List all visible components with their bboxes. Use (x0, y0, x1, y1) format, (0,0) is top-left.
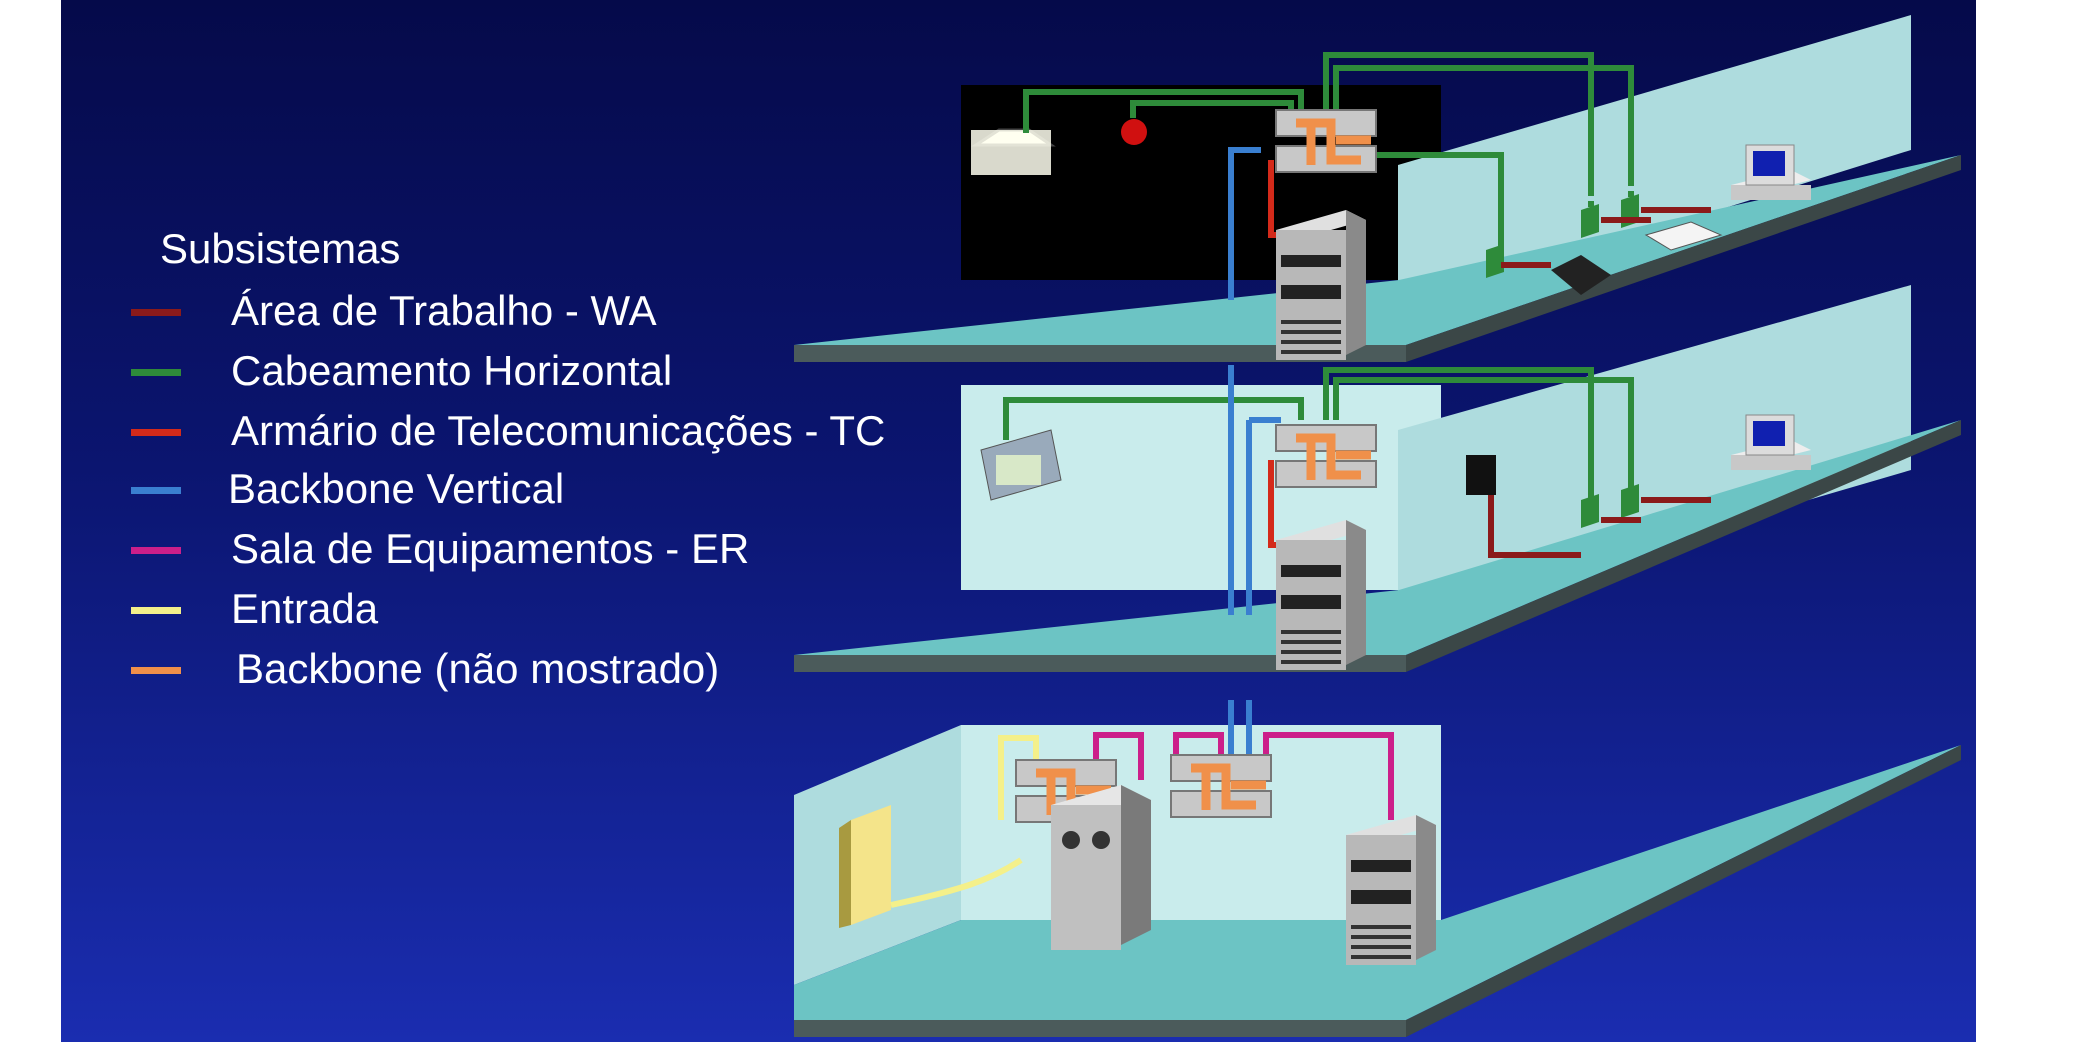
legend-label: Área de Trabalho - WA (231, 287, 657, 334)
legend-label: Armário de Telecomunicações - TC (231, 407, 886, 454)
legend-label: Backbone (não mostrado) (236, 645, 720, 692)
middle-floor (794, 285, 1961, 672)
legend-label: Backbone Vertical (228, 465, 565, 512)
legend-swatch (131, 429, 181, 436)
legend-swatch (131, 667, 181, 674)
legend-label: Entrada (231, 585, 379, 632)
legend-swatch (131, 547, 181, 554)
mainframe (1051, 785, 1151, 950)
legend-swatch (131, 309, 181, 316)
legend-label: Cabeamento Horizontal (231, 347, 673, 394)
legend-swatch (131, 487, 181, 494)
bottom-floor (794, 700, 1961, 1037)
legend-label: Sala de Equipamentos - ER (231, 525, 750, 572)
building-cabling-diagram (794, 15, 1961, 1037)
legend-title: Subsistemas (160, 225, 401, 272)
top-floor (794, 15, 1961, 362)
legend-swatch (131, 369, 181, 376)
slide-background: Subsistemas Área de Trabalho - WA Cabeam… (61, 0, 1976, 1042)
legend-swatch (131, 607, 181, 614)
